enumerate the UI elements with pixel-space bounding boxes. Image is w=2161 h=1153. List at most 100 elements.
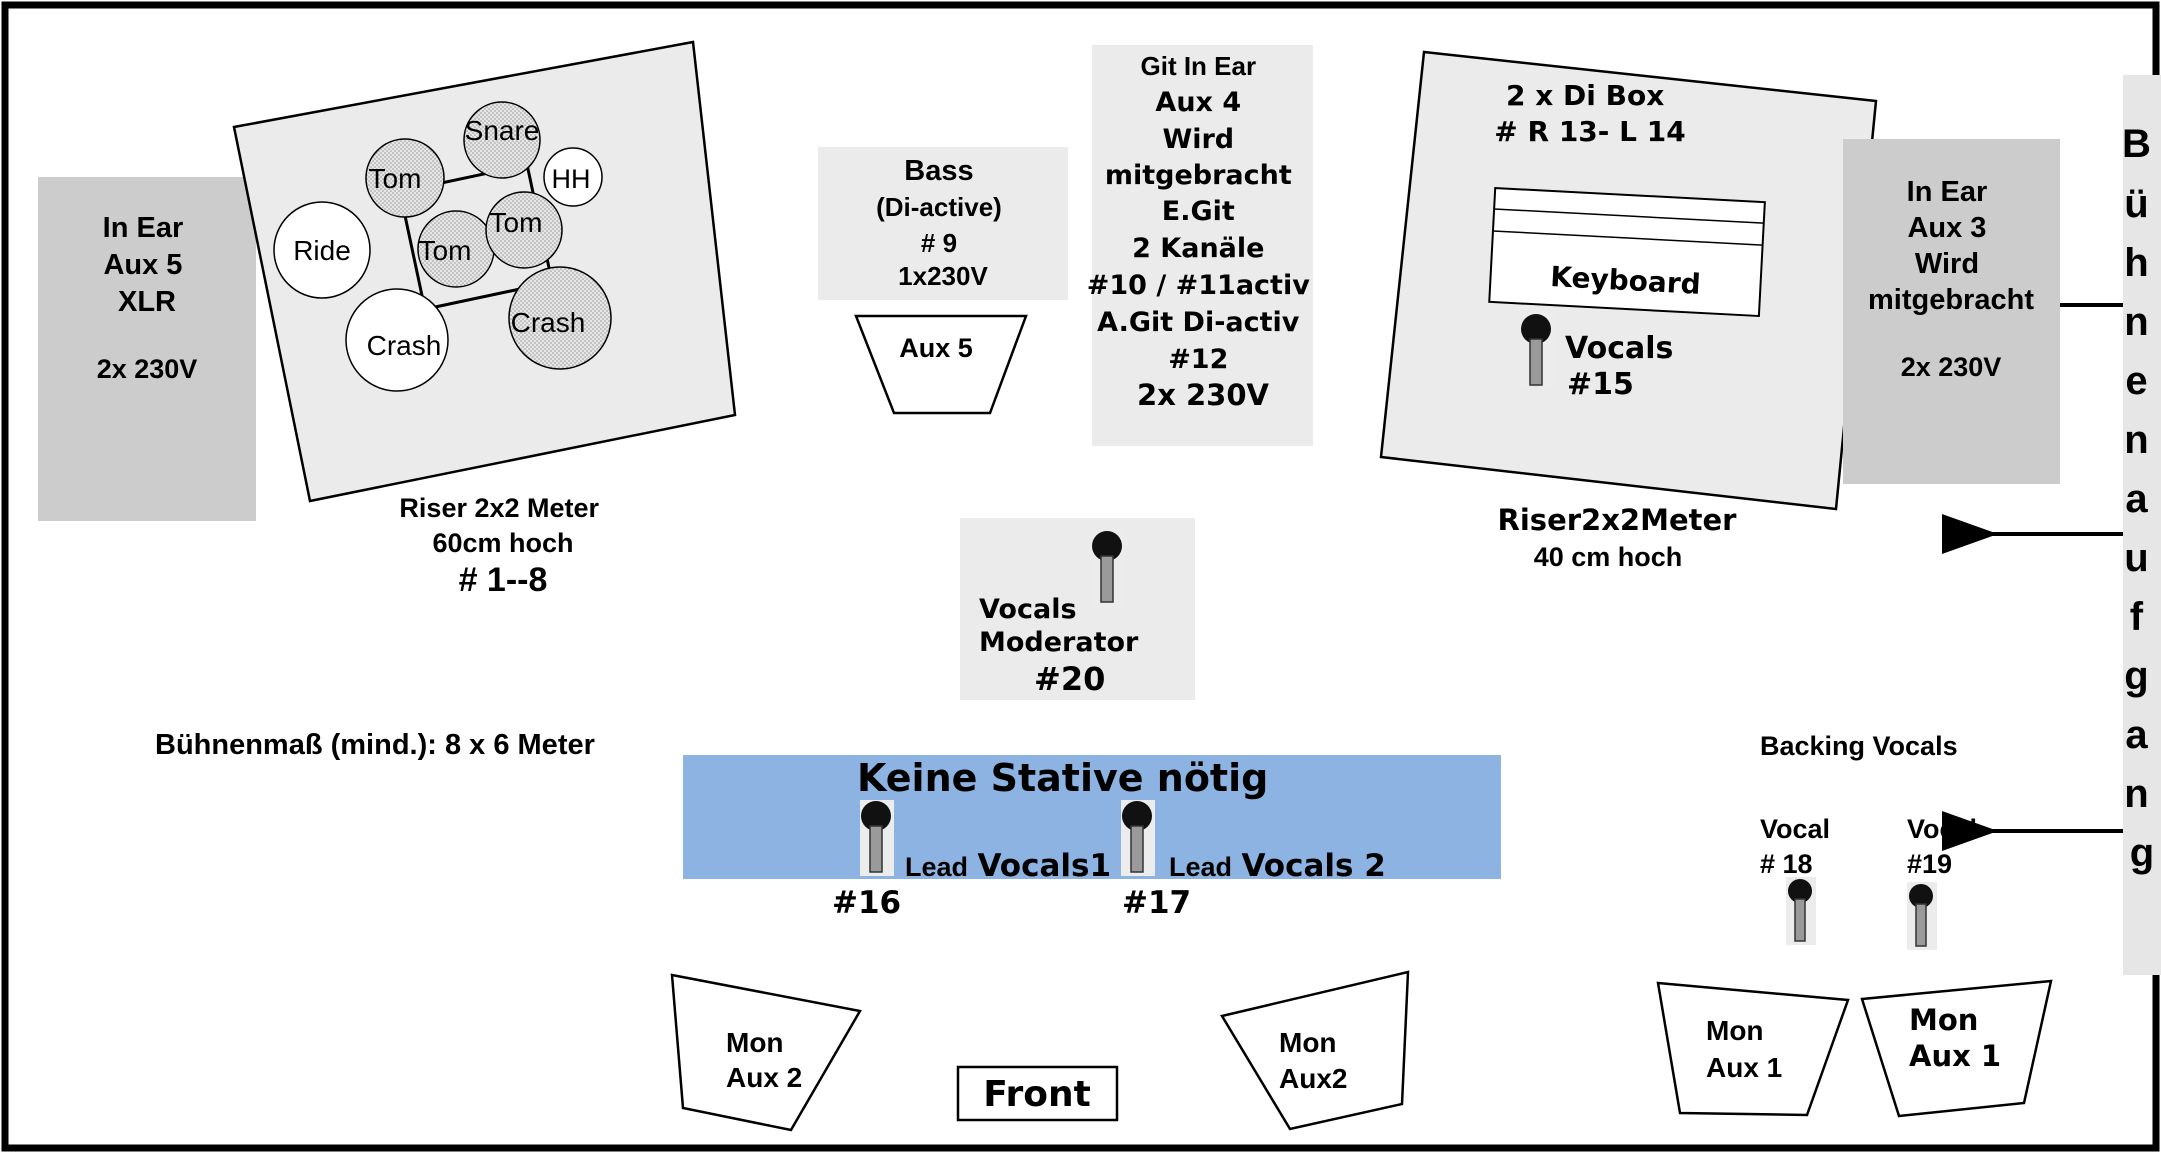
keys-di-line: 2 x Di Box (1506, 79, 1664, 112)
svg-text:Riser 2x2 Meter 60cm hoc: Riser 2x2 Meter 60cm hoch (399, 493, 606, 558)
keyboard-label: Keyboard (1550, 260, 1702, 301)
backing-vocal-18-line: # 18 (1760, 849, 1813, 879)
drum-snare: Snare (463, 101, 541, 179)
guitar-line: 2x 230V (1137, 378, 1270, 412)
svg-text:2x 230V: 2x 230V (97, 354, 198, 384)
monitor-aux1-right: Mon Aux 1 (1860, 979, 2053, 1118)
side-letter: h (2124, 241, 2148, 285)
drum-riser-channels: # 1--8 (459, 561, 548, 599)
lead-vocal-2: Lead Vocals 2 #17 (1122, 848, 1386, 921)
guitar-line: #12 (1168, 344, 1228, 375)
lead-vocal-1-prefix: Lead (905, 852, 968, 882)
drum-crash-2-label: Crash (511, 307, 586, 338)
drum-hihat-label: HH (552, 164, 591, 194)
drum-tom-2: Tom (417, 210, 495, 288)
svg-text:Vocals #15: Vocals #15 (1565, 331, 1684, 402)
drum-crash-2: Crash (508, 266, 612, 370)
bass-panel: Bass (Di-active) # 9 1x230V (818, 147, 1068, 300)
moderator-label: Vocals Moderator #20 (979, 594, 1139, 698)
drum-crash-1: Crash (345, 288, 449, 392)
svg-text:Mon Aux2: Mon Aux2 (1279, 1027, 1347, 1094)
bass-monitor-label: Aux 5 (899, 333, 973, 363)
drum-tom-3: Tom (485, 191, 563, 269)
side-letter: g (2124, 654, 2148, 698)
svg-text:Bass (Di-active) #: Bass (Di-active) # 9 1x230V (876, 155, 1010, 291)
side-letter: n (2124, 418, 2148, 462)
monitor-aux1-left-line: Aux 1 (1706, 1052, 1782, 1083)
keys-vocal-line: #15 (1567, 367, 1634, 402)
keys-riser-caption: Riser2x2Meter 40 cm hoch (1498, 503, 1738, 572)
guitar-line: E.Git (1162, 196, 1235, 227)
lead-vocal-2-channel: #17 (1122, 885, 1191, 921)
right-in-ear-line: mitgebracht (1868, 284, 2034, 316)
lead-area-title: Keine Stative nötig (857, 756, 1268, 800)
drum-tom-1-label: Tom (369, 163, 422, 194)
lead-vocal-2-mic-icon (1120, 799, 1156, 877)
right-in-ear-panel: In Ear Aux 3 Wird mitgebracht 2x 230V (1843, 139, 2060, 484)
guitar-line: Wird (1162, 124, 1234, 155)
monitor-aux1-right-line: Mon (1909, 1003, 1978, 1037)
front-label: Front (956, 1065, 1119, 1122)
monitor-aux2-right-line: Aux2 (1279, 1063, 1347, 1094)
right-in-ear-power: 2x 230V (1901, 352, 2002, 382)
lead-vocals-area (683, 755, 1501, 879)
keys-riser-line: Riser2x2Meter (1498, 503, 1738, 537)
side-letter: e (2125, 359, 2147, 403)
right-in-ear-line: In Ear (1907, 176, 1988, 208)
drum-riser-line: Riser 2x2 Meter (399, 493, 599, 523)
side-letter: u (2124, 536, 2148, 580)
drum-tom-2-label: Tom (419, 235, 472, 266)
side-letter: ü (2124, 182, 2148, 226)
moderator-mic-icon (1090, 529, 1126, 607)
svg-text:Git In Ear Aux 4 W: Git In Ear Aux 4 Wird mitgebracht E.Git … (1087, 51, 1319, 412)
backing-vocal-19-mic-icon (1906, 881, 1938, 951)
right-in-ear-line: Wird (1915, 248, 1979, 280)
side-letter: B (2122, 122, 2151, 166)
backing-vocal-18: Vocal # 18 (1760, 814, 1838, 879)
lead-vocal-2-prefix: Lead (1169, 852, 1232, 882)
drum-in-ear-panel: In Ear Aux 5 XLR 2x 230V (38, 177, 256, 521)
monitor-aux1-right-line: Aux 1 (1909, 1039, 2001, 1073)
drum-tom-1: Tom (365, 138, 445, 218)
lead-vocal-1: Lead Vocals1 #16 (832, 848, 1111, 921)
bass-line: Bass (904, 155, 973, 187)
side-letter: g (2130, 831, 2154, 875)
front-text: Front (983, 1074, 1091, 1115)
side-entrance-label: B ü h n e n a u f g a n g (2122, 75, 2161, 975)
backing-vocal-18-line: Vocal (1760, 814, 1830, 844)
svg-text:B ü h n: B ü h n e n a u f g a n g (2122, 122, 2161, 875)
side-letter: a (2125, 477, 2148, 521)
monitor-aux1-left: Mon Aux 1 (1656, 981, 1850, 1117)
svg-text:2 x Di Box # R 13- L 14: 2 x Di Box # R 13- L 14 (1494, 79, 1685, 148)
keys-riser-line: 40 cm hoch (1534, 542, 1683, 572)
drum-ride-label: Ride (293, 235, 351, 266)
bass-line: (Di-active) (876, 192, 1002, 222)
keys-vocal-label: Vocals #15 (1565, 331, 1684, 402)
svg-text:Vocal #19: Vocal #19 (1907, 814, 1985, 879)
keys-di-line: # R 13- L 14 (1494, 115, 1685, 148)
guitar-line: Aux 4 (1155, 87, 1241, 118)
drum-hihat: HH (543, 147, 603, 207)
keys-vocal-mic-icon (1519, 312, 1555, 390)
guitar-line: mitgebracht (1105, 160, 1292, 191)
bass-monitor: Aux 5 (854, 314, 1028, 415)
drum-riser-caption: Riser 2x2 Meter 60cm hoch # 1--8 (399, 493, 606, 599)
guitar-line: 2 Kanäle (1132, 233, 1264, 264)
drum-riser-line: 60cm hoch (432, 528, 573, 558)
drum-snare-label: Snare (465, 115, 540, 146)
stage-size: Bühnenmaß (mind.): 8 x 6 Meter (155, 729, 595, 761)
backing-vocal-19-line: Vocal (1907, 814, 1977, 844)
svg-text:Vocals Moderator: Vocals Moderator (979, 594, 1139, 658)
moderator-channel: #20 (1034, 660, 1105, 698)
svg-text:Mon Aux 1: Mon Aux 1 (1909, 1003, 2001, 1073)
bass-line: # 9 (921, 228, 957, 258)
lead-vocal-1-name: Vocals1 (977, 848, 1111, 884)
guitar-panel: Git In Ear Aux 4 Wird mitgebracht E.Git … (1087, 45, 1319, 446)
monitor-aux2-left-line: Aux 2 (726, 1062, 802, 1093)
svg-text:Vocal # 18: Vocal # 18 (1760, 814, 1838, 879)
monitor-aux1-left-line: Mon (1706, 1015, 1764, 1046)
guitar-line: #10 / #11activ (1087, 270, 1310, 301)
svg-text:In Ear Aux 5 XLR: In Ear Aux 5 XLR (103, 212, 192, 318)
right-in-ear-line: Aux 3 (1907, 212, 1986, 244)
